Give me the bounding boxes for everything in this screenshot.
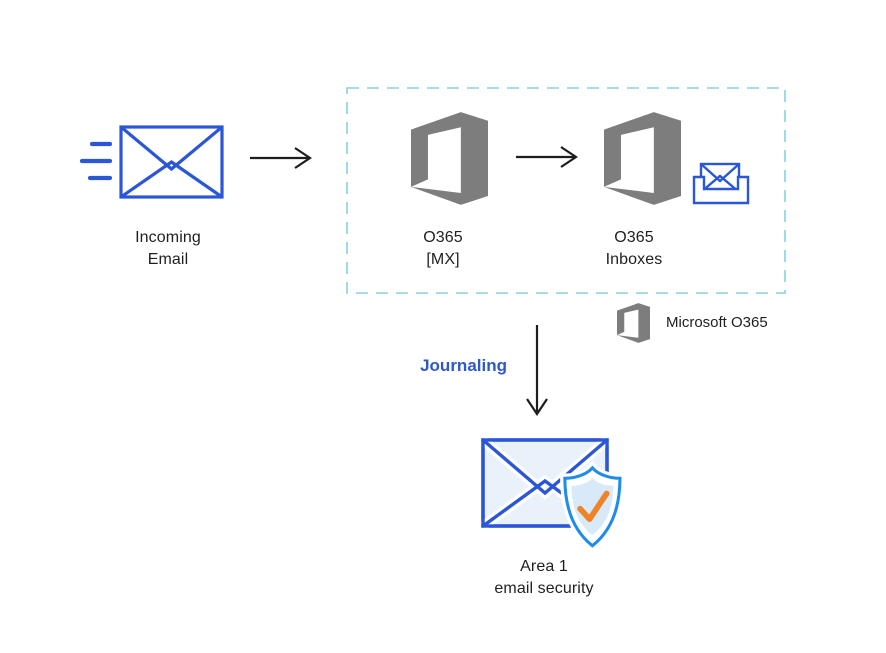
arrow-right-icon [250,147,312,169]
arrow-down-icon [526,325,548,416]
incoming-email-label: Incoming Email [135,229,201,268]
envelope-shield-check-icon [479,436,625,552]
incoming-email-envelope-icon [119,125,224,199]
o365-mx-label: O365 [MX] [423,229,463,268]
o365-boundary-box [346,87,786,294]
journaling-label: Journaling [420,356,507,375]
shield-check-icon [560,460,625,552]
office365-logo-icon [411,112,488,205]
office365-logo-icon [604,112,681,205]
o365-inboxes-label: O365 Inboxes [605,229,663,268]
inbox-envelope-icon [692,162,750,205]
arrow-right-icon [516,146,578,168]
speed-lines-icon [80,141,113,181]
area1-label: Area 1 email security [494,558,594,597]
microsoft-o365-legend-label: Microsoft O365 [666,314,768,331]
office365-logo-icon [617,303,650,343]
